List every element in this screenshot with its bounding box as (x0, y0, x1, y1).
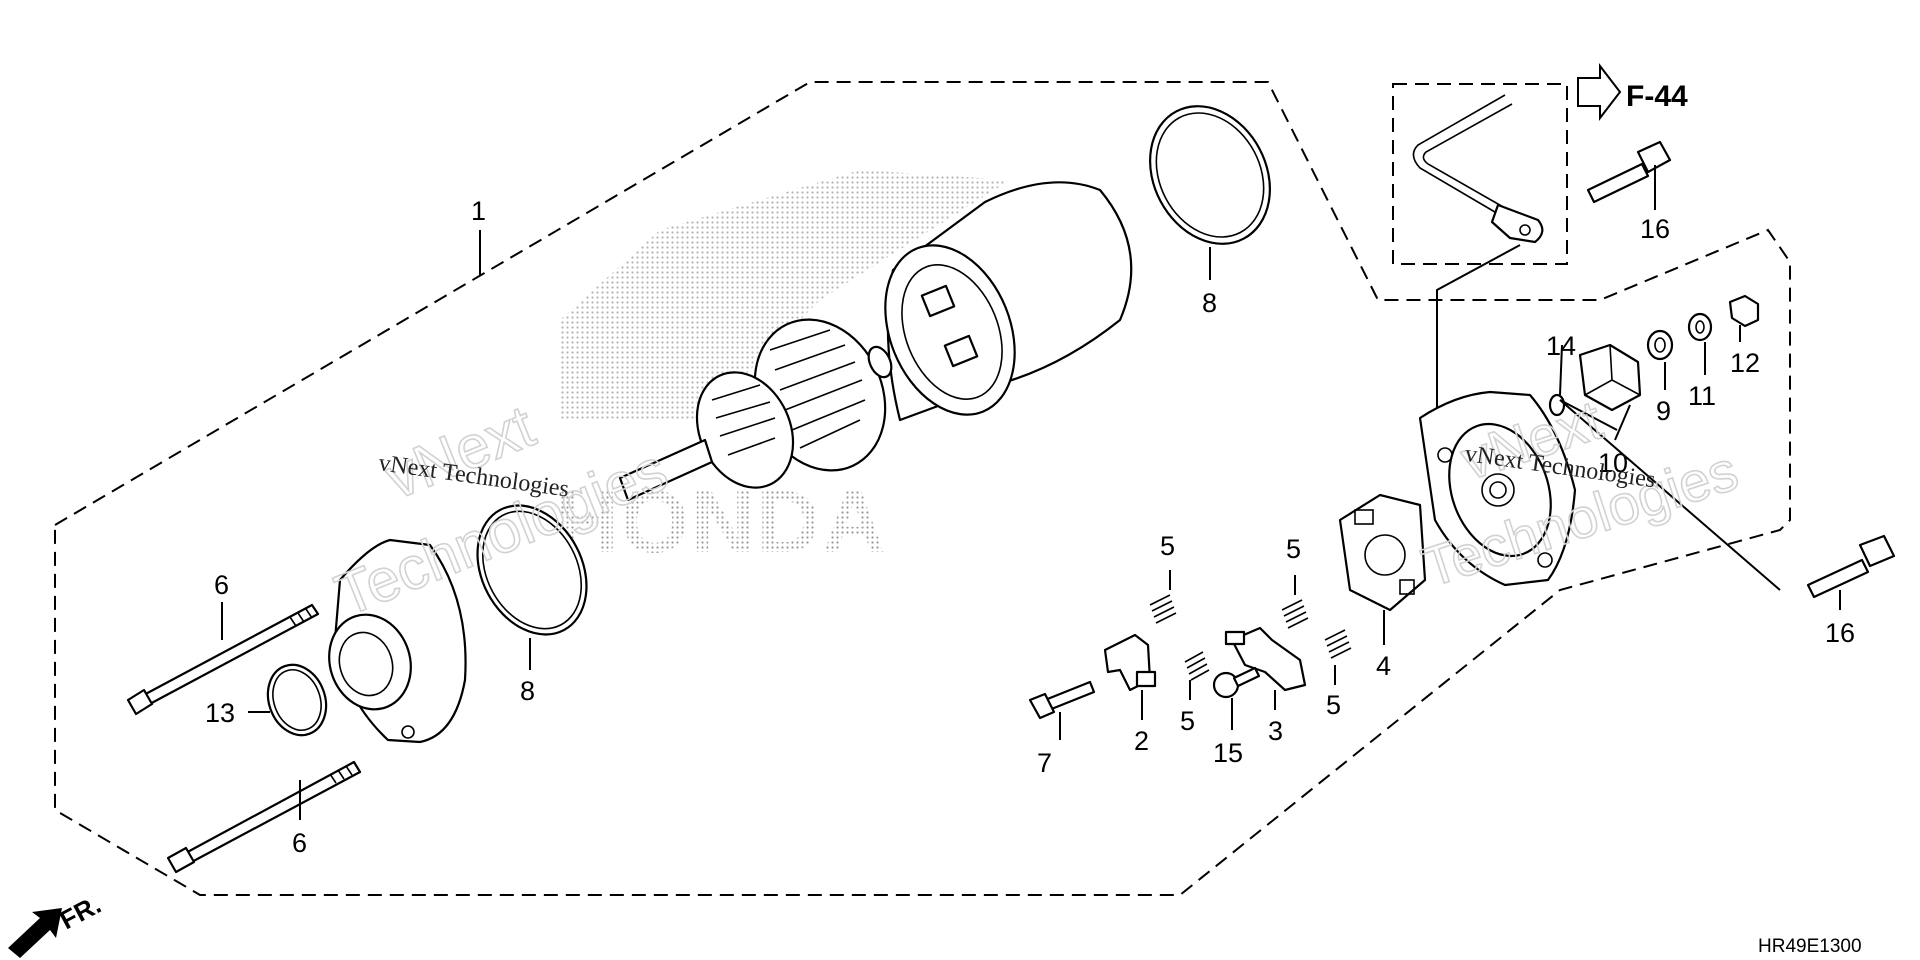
callout-11: 11 (1688, 381, 1716, 411)
long-bolt-6-lower (166, 760, 362, 874)
callout-8-lower: 8 (520, 676, 535, 706)
hex-nut-10 (1578, 343, 1642, 412)
front-cover (328, 538, 467, 744)
cable-detail-box (1392, 83, 1568, 265)
callout-6-upper: 6 (214, 570, 229, 600)
callout-5-a: 5 (1160, 531, 1175, 561)
rear-cover (1418, 390, 1577, 587)
leader-lines (221, 165, 1841, 820)
callout-16-lower: 16 (1825, 618, 1855, 648)
brush-spring-4 (1324, 629, 1352, 659)
callout-8-upper: 8 (1202, 288, 1217, 318)
washer-11 (1687, 312, 1713, 342)
nut-12 (1728, 294, 1760, 328)
bolt-7 (1028, 680, 1096, 720)
long-bolt-6-upper (126, 603, 320, 716)
callout-4: 4 (1376, 651, 1391, 681)
callout-5-c: 5 (1180, 706, 1195, 736)
brush-holder-4 (1338, 493, 1427, 612)
brush-3 (1224, 626, 1307, 692)
callout-7: 7 (1037, 748, 1052, 778)
yoke-case (884, 181, 1133, 422)
front-label: FR. (55, 889, 106, 935)
callout-2: 2 (1134, 726, 1149, 756)
washer-9 (1646, 329, 1674, 361)
brush-spring-3 (1281, 599, 1309, 629)
callout-10: 10 (1598, 448, 1628, 478)
callout-6-lower: 6 (292, 828, 307, 858)
honda-brand-text: HONDA (555, 472, 888, 571)
starter-cable (1412, 94, 1544, 430)
diagram-code: HR49E1300 (1758, 936, 1862, 957)
armature (618, 318, 893, 502)
bolt-16-lower (1806, 534, 1896, 599)
front-direction-indicator: FR. (8, 889, 106, 958)
o-ring-13 (266, 663, 328, 737)
bolt-15 (1212, 666, 1261, 699)
callout-5-b: 5 (1286, 534, 1301, 564)
o-ring-8-lower (476, 504, 588, 636)
callout-16-upper: 16 (1640, 214, 1670, 244)
callout-15: 15 (1213, 738, 1243, 768)
o-ring-8-upper (1149, 105, 1271, 245)
callout-1: 1 (471, 196, 486, 226)
reference-label: F-44 (1626, 80, 1688, 113)
callout-9: 9 (1656, 396, 1671, 426)
honda-logo-background: HONDA (555, 170, 1010, 571)
brush-2 (1103, 633, 1157, 692)
callout-5-d: 5 (1326, 690, 1341, 720)
brush-spring-1 (1149, 594, 1177, 624)
brush-spring-2 (1184, 651, 1210, 681)
starter-assembly-boundary (54, 81, 1791, 896)
callout-labels: 1 8 8 6 6 13 16 16 14 9 10 11 12 4 2 3 1… (205, 196, 1855, 858)
callout-14: 14 (1546, 331, 1576, 361)
callout-13: 13 (205, 698, 235, 728)
callout-3: 3 (1268, 716, 1283, 746)
callout-12: 12 (1730, 348, 1760, 378)
reference-arrow-f44: F-44 (1577, 63, 1688, 121)
bolt-16-upper (1586, 140, 1672, 204)
